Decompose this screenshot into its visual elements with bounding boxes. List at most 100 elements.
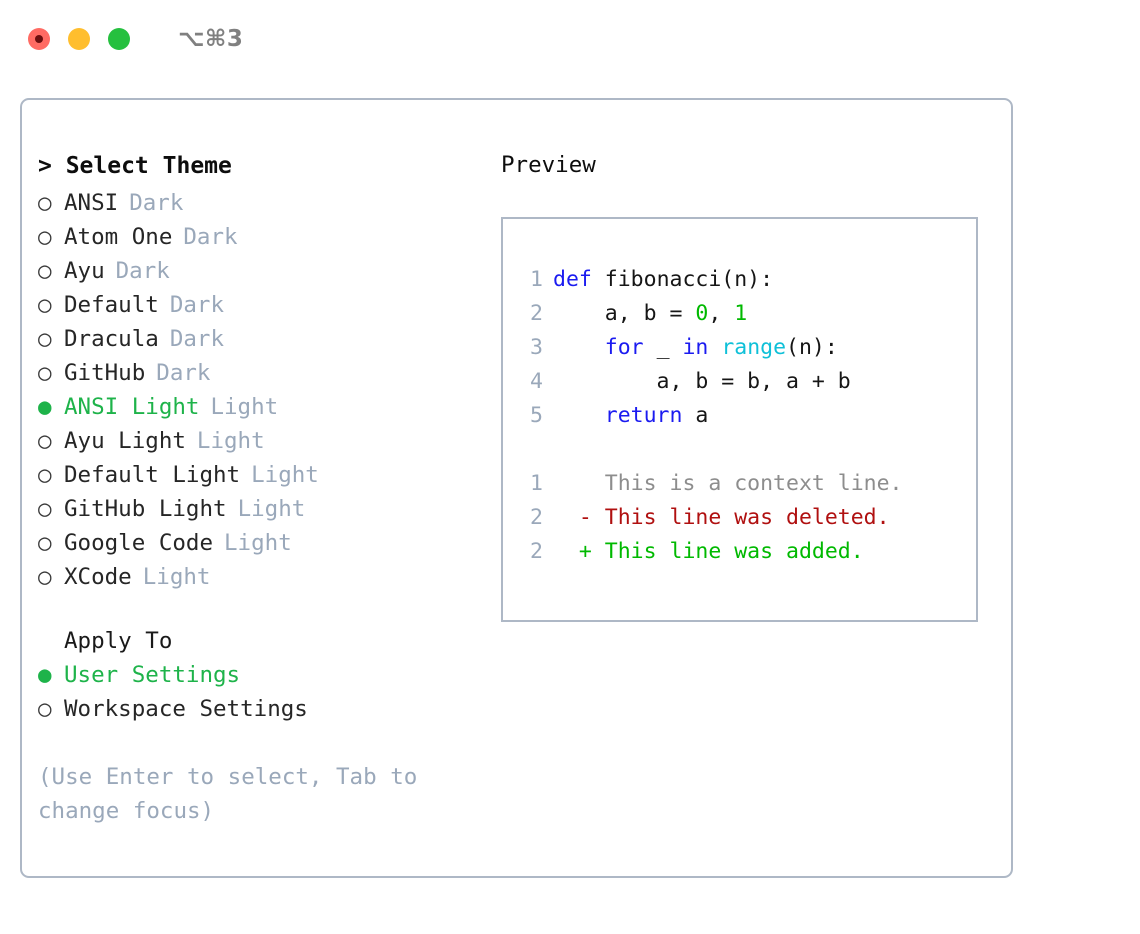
theme-option-name: Atom One xyxy=(64,224,173,250)
code-token xyxy=(708,335,721,360)
theme-option[interactable]: ○ Default Light Light xyxy=(38,458,468,492)
theme-option-variant: Light xyxy=(224,530,292,556)
apply-to-section: Apply To ● User Settings ○ Workspace Settin… xyxy=(38,624,468,726)
code-token: in xyxy=(682,335,709,360)
diff-line: 2 - This line was deleted. xyxy=(517,501,976,535)
radio-unselected-icon[interactable]: ○ xyxy=(38,190,52,216)
theme-option-name: GitHub xyxy=(64,360,146,386)
code-token: 0 xyxy=(695,301,709,326)
radio-unselected-icon[interactable]: ○ xyxy=(38,258,52,284)
theme-option-variant: Light xyxy=(251,462,319,488)
theme-option-variant: Dark xyxy=(183,224,238,250)
diff-line: 1 This is a context line. xyxy=(517,467,976,501)
apply-to-list: ● User Settings ○ Workspace Settings xyxy=(38,658,468,726)
diff-line: 2 + This line was added. xyxy=(517,535,976,569)
titlebar: ⌥⌘3 xyxy=(0,0,1140,78)
apply-to-option[interactable]: ● User Settings xyxy=(38,658,468,692)
code-line: 4 a, b = b, a + b xyxy=(517,365,976,399)
diff-line-text: - This line was deleted. xyxy=(553,505,890,530)
code-token: (n): xyxy=(786,335,838,360)
theme-option-name: ANSI Light xyxy=(64,394,200,420)
code-line-number: 2 xyxy=(530,301,543,326)
diff-line-number: 1 xyxy=(530,471,543,496)
apply-to-option[interactable]: ○ Workspace Settings xyxy=(38,692,468,726)
theme-option-variant: Dark xyxy=(129,190,184,216)
radio-unselected-icon[interactable]: ○ xyxy=(38,696,52,722)
theme-option[interactable]: ● ANSI Light Light xyxy=(38,390,468,424)
theme-option-variant: Dark xyxy=(169,292,225,318)
theme-option-name: Default Light xyxy=(64,462,241,488)
theme-option-name: GitHub Light xyxy=(64,496,227,522)
code-token: range xyxy=(721,335,787,360)
code-token: a, b = b, a + b xyxy=(553,369,851,394)
code-line-text: return a xyxy=(543,399,709,433)
traffic-lights xyxy=(28,28,130,50)
theme-option[interactable]: ○ ANSI Dark xyxy=(38,186,468,220)
radio-unselected-icon[interactable]: ○ xyxy=(38,428,52,454)
radio-unselected-icon[interactable]: ○ xyxy=(38,360,52,386)
theme-option-variant: Light xyxy=(210,394,279,420)
code-line-number: 3 xyxy=(530,335,543,360)
apply-to-option-label: Workspace Settings xyxy=(64,696,308,722)
theme-option-name: Ayu xyxy=(64,258,105,284)
code-line-number: 1 xyxy=(530,267,543,292)
preview-heading: Preview xyxy=(501,152,596,178)
diff-line-text: + This line was added. xyxy=(553,539,864,564)
radio-unselected-icon[interactable]: ○ xyxy=(38,224,52,250)
minimize-button[interactable] xyxy=(68,28,90,50)
code-diff-spacer xyxy=(517,433,976,467)
radio-unselected-icon[interactable]: ○ xyxy=(38,564,52,590)
apply-to-heading: Apply To xyxy=(64,628,173,654)
radio-unselected-icon[interactable]: ○ xyxy=(38,292,52,318)
radio-unselected-icon[interactable]: ○ xyxy=(38,496,52,522)
code-token: def xyxy=(553,267,592,292)
code-line-text: a, b = 0, 1 xyxy=(543,297,747,331)
code-line-text: def fibonacci(n): xyxy=(543,263,773,297)
theme-option-variant: Light xyxy=(142,564,211,590)
theme-option-name: Dracula xyxy=(64,326,159,352)
diff-line-text: This is a context line. xyxy=(553,471,903,496)
radio-selected-icon[interactable]: ● xyxy=(38,662,52,688)
code-token: 1 xyxy=(734,301,748,326)
code-token xyxy=(553,403,605,428)
code-token xyxy=(553,335,605,360)
code-token: for xyxy=(604,335,644,360)
code-token: a, b = xyxy=(553,301,696,326)
apply-to-option-label: User Settings xyxy=(64,662,241,688)
theme-option-name: ANSI xyxy=(64,190,119,216)
diff-sample: 1 This is a context line.2 - This line w… xyxy=(517,467,976,569)
theme-option-name: Default xyxy=(64,292,159,318)
keyboard-hint-text: (Use Enter to select, Tab to change focu… xyxy=(38,764,418,824)
code-token: a xyxy=(682,403,709,428)
code-token: return xyxy=(604,403,683,428)
maximize-button[interactable] xyxy=(108,28,130,50)
select-theme-heading: > Select Theme xyxy=(38,153,232,179)
radio-unselected-icon[interactable]: ○ xyxy=(38,530,52,556)
code-token: _ xyxy=(643,335,683,360)
code-token: , xyxy=(708,301,735,326)
diff-line-number: 2 xyxy=(530,539,543,564)
theme-option[interactable]: ○ Atom One Dark xyxy=(38,220,468,254)
radio-selected-icon[interactable]: ● xyxy=(38,394,52,420)
code-token: fibonacci(n): xyxy=(591,267,774,292)
radio-unselected-icon[interactable]: ○ xyxy=(38,462,52,488)
code-line: 3 for _ in range(n): xyxy=(517,331,976,365)
code-line: 5 return a xyxy=(517,399,976,433)
theme-option[interactable]: ○ Default Dark xyxy=(38,288,468,322)
code-line: 2 a, b = 0, 1 xyxy=(517,297,976,331)
close-button[interactable] xyxy=(28,28,50,50)
radio-unselected-icon[interactable]: ○ xyxy=(38,326,52,352)
